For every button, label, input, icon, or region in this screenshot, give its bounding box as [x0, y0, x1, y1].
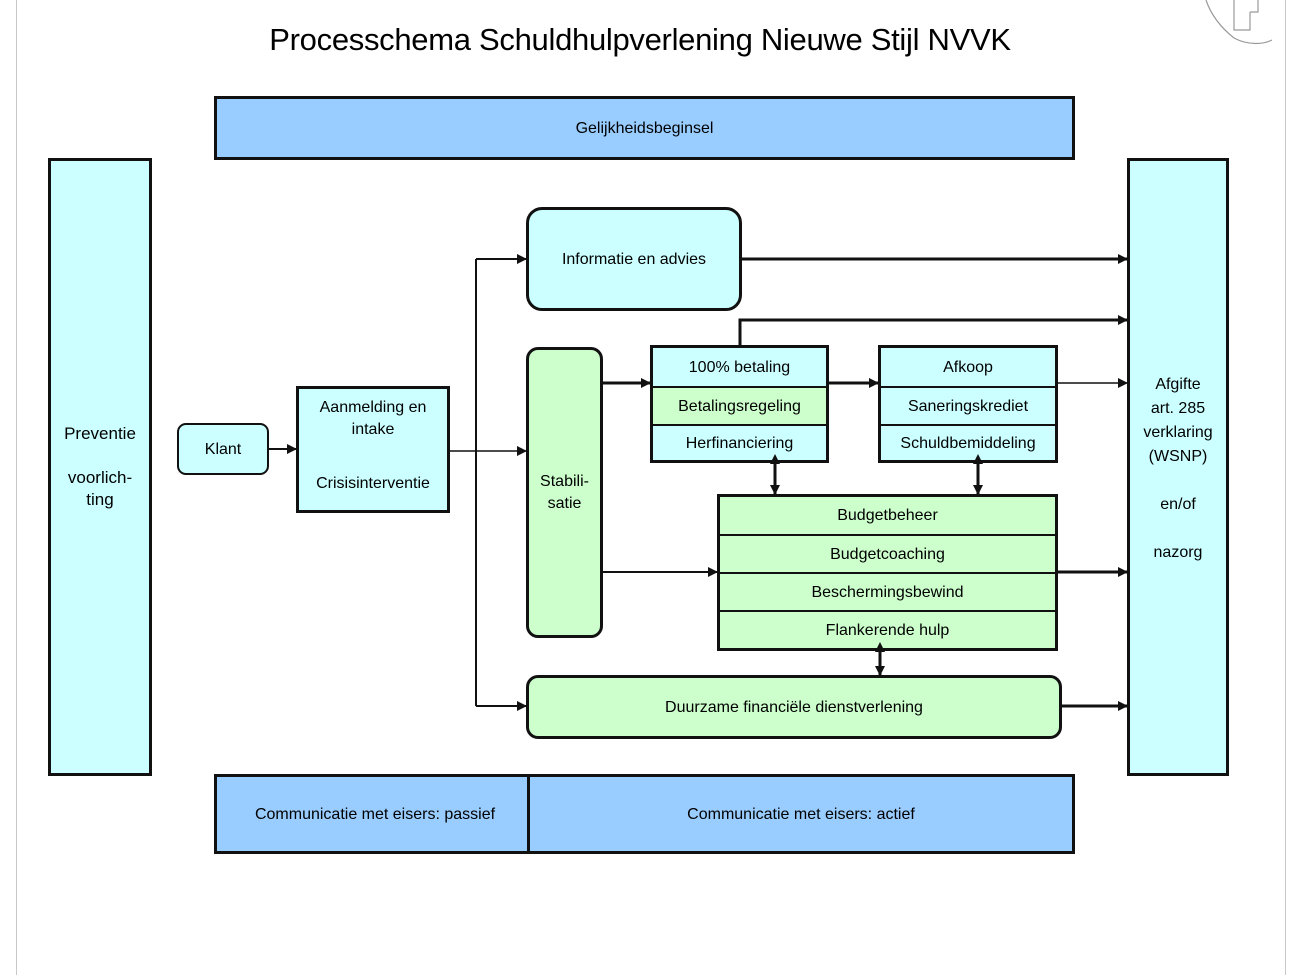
stabilisatie-line1: Stabili- [540, 472, 589, 490]
afgifte-line1: Afgifte [1155, 376, 1201, 393]
duurzame-label: Duurzame financiële dienstverlening [665, 698, 923, 716]
stabilisatie-line2: satie [547, 494, 582, 512]
regeling-left-item-1: Betalingsregeling [653, 386, 826, 424]
afgifte-line4: (WSNP) [1148, 448, 1208, 465]
regeling-left-item-0: 100% betaling [653, 348, 826, 386]
preventie-line3: ting [86, 490, 114, 509]
budget-item-0: Budgetbeheer [837, 507, 938, 524]
aanmelding-box: Aanmelding en intake Crisisinterventie [296, 386, 450, 513]
page-frame [16, 0, 1286, 975]
preventie-line2: voorlich- [67, 468, 133, 487]
regeling-right-item-2: Schuldbemiddeling [881, 424, 1055, 460]
crisisinterventie-label: Crisisinterventie [316, 474, 430, 492]
gelijkheidsbeginsel-label: Gelijkheidsbeginsel [575, 119, 714, 137]
budget-item-3: Flankerende hulp [720, 610, 1055, 648]
communicatie-passief-label: Communicatie met eisers: passief [254, 805, 496, 823]
klant-label: Klant [204, 440, 242, 458]
regeling-left-item-2: Herfinanciering [653, 424, 826, 460]
afgifte-box: Afgifte art. 285 verklaring (WSNP) en/of… [1127, 158, 1229, 776]
gelijkheidsbeginsel-bar: Gelijkheidsbeginsel [214, 96, 1075, 160]
afgifte-line3: verklaring [1143, 424, 1213, 441]
communicatie-passief-bar: Communicatie met eisers: passief [214, 774, 530, 854]
afgifte-line2: art. 285 [1150, 400, 1206, 417]
budget-item-1: Budgetcoaching [720, 534, 1055, 572]
aanmelding-label: Aanmelding en intake [319, 399, 427, 438]
afgifte-line5: en/of [1160, 496, 1196, 513]
diagram-title: Processchema Schuldhulpverlening Nieuwe … [269, 22, 1011, 57]
regeling-left-box: 100% betaling Betalingsregeling Herfinan… [650, 345, 829, 463]
duurzame-box: Duurzame financiële dienstverlening [526, 675, 1062, 739]
regeling-right-item-0: Afkoop [943, 358, 993, 376]
stabilisatie-box: Stabili- satie [526, 347, 603, 638]
regeling-right-item-1: Saneringskrediet [881, 386, 1055, 424]
budget-item-2: Beschermingsbewind [720, 572, 1055, 610]
arrow-regeling-afgifte [738, 315, 1128, 345]
klant-box: Klant [177, 423, 269, 475]
communicatie-actief-bar: Communicatie met eisers: actief [527, 774, 1075, 854]
communicatie-actief-label: Communicatie met eisers: actief [687, 805, 915, 823]
regeling-right-box: Afkoop Saneringskrediet Schuldbemiddelin… [878, 345, 1058, 463]
corner-logo-sketch [1205, 0, 1273, 45]
informatie-box: Informatie en advies [526, 207, 742, 311]
budget-box: Budgetbeheer Budgetcoaching Beschermings… [717, 494, 1058, 651]
informatie-label: Informatie en advies [561, 250, 707, 268]
afgifte-line6: nazorg [1153, 544, 1203, 561]
preventie-box: Preventie voorlich- ting [48, 158, 152, 776]
preventie-line1: Preventie [64, 424, 136, 443]
